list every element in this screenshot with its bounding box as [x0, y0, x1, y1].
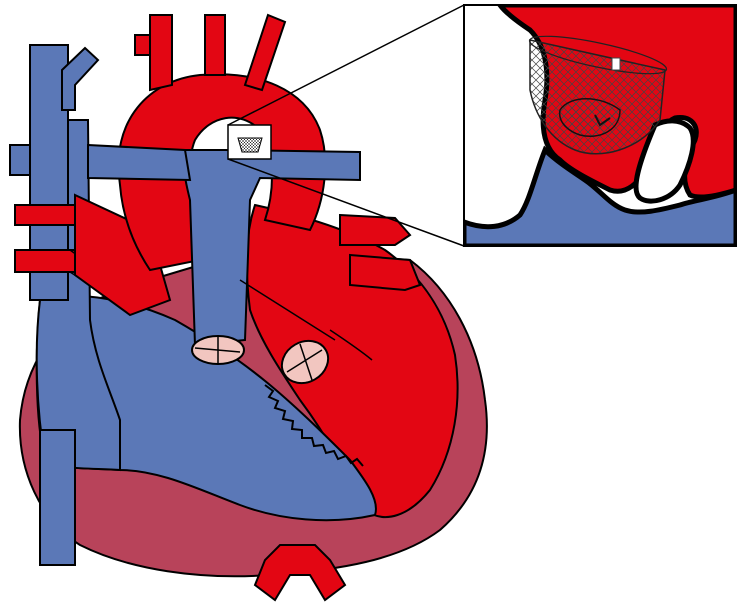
aortic-branch-side — [134, 34, 151, 56]
pulmonary-vein-right-2 — [349, 253, 422, 292]
septal-line — [239, 279, 336, 341]
device-box — [227, 124, 272, 160]
zoom-line-bottom — [227, 158, 465, 247]
aortic-branch-3 — [243, 13, 287, 92]
pulmonary-branch — [87, 143, 192, 182]
inset-pulmonary — [464, 145, 736, 246]
brachiocephalic-vein — [9, 144, 31, 176]
mitral-leaflet — [329, 329, 373, 361]
inferior-vena-cava — [39, 429, 76, 566]
aortic-branch-2 — [204, 14, 226, 76]
inset-lumen — [633, 118, 696, 204]
septum-edge — [264, 384, 364, 467]
aortic-valve — [280, 339, 330, 385]
descending-aorta — [253, 544, 347, 602]
pulmonary-vein-right-1 — [339, 213, 412, 246]
svc-branch — [61, 46, 100, 111]
pulmonary-valve — [191, 335, 245, 365]
device-small — [237, 137, 263, 153]
aortic-branch-1 — [149, 14, 173, 92]
magnified-inset — [463, 4, 737, 247]
zoom-line-top — [227, 4, 465, 126]
ductus-stent-device — [528, 35, 668, 155]
